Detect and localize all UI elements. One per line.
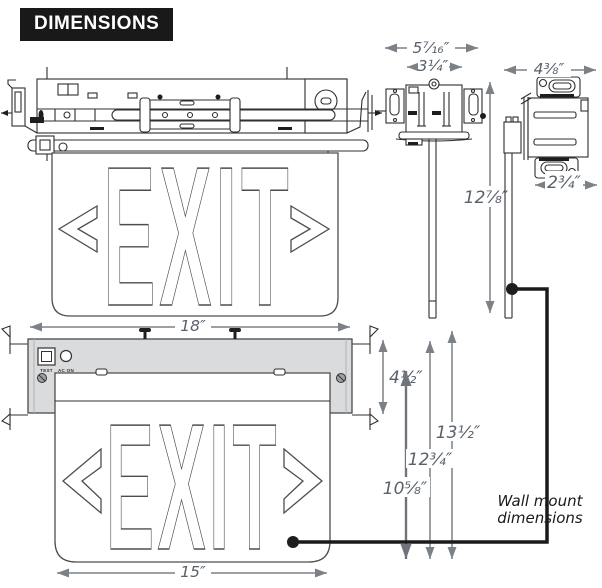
page-title: DIMENSIONS <box>20 8 174 41</box>
mounting-flags <box>1 325 379 430</box>
wall-mount-annotation: Wall mount dimensions <box>497 492 583 527</box>
test-button-label: TEST <box>40 368 53 373</box>
dim-recessed-overall-height: 12⅞″ <box>464 188 509 208</box>
wall-mount-note-line1: Wall mount <box>498 492 584 510</box>
dim-side-top-depth: 4⅜″ <box>534 60 565 78</box>
dim-wall-housing-width: 18″ <box>180 317 206 335</box>
wall-side-dimensions: 4⅜″ 2¾″ <box>504 60 597 193</box>
trim-plate <box>27 139 369 152</box>
ac-on-indicator <box>59 349 73 363</box>
mounting-pin <box>233 330 237 339</box>
ac-on-label: AC ON <box>58 368 74 373</box>
wall-mount-front-drawing: 18″ <box>1 317 423 588</box>
dim-side-bottom-depth: 2¾″ <box>547 173 581 193</box>
recessed-side-view <box>376 78 486 319</box>
recessed-exit-text: EXIT <box>103 126 292 349</box>
dim-wall-panel-width: 15″ <box>180 563 206 581</box>
wall-mount-note-line2: dimensions <box>497 509 583 527</box>
right-ceiling-bracket <box>346 90 382 134</box>
right-chevron-icon <box>283 447 324 515</box>
wall-height-dimensions: 13½″ 12¾″ 10⅝″ <box>380 331 481 559</box>
wall-mount-connector-line <box>287 283 549 548</box>
recessed-width-dimensions: 5⁷⁄₁₆″ 3¼″ 12⅞″ <box>385 39 510 313</box>
test-button[interactable] <box>37 347 56 366</box>
dim-recessed-overall-width: 5⁷⁄₁₆″ <box>413 39 450 57</box>
left-ceiling-bracket <box>1 79 44 134</box>
dim-recessed-box-width: 3¼″ <box>418 57 449 75</box>
dim-wall-height-mid: 12¾″ <box>408 450 453 470</box>
right-chevron-icon <box>290 204 331 254</box>
left-chevron-icon <box>57 204 98 254</box>
connector-dot <box>287 536 299 548</box>
left-chevron-icon <box>61 447 102 515</box>
wall-exit-panel <box>54 372 331 563</box>
mounting-pin <box>143 330 147 339</box>
dim-wall-height-overall: 13½″ <box>436 423 481 443</box>
recessed-exit-panel: EXIT <box>51 125 339 349</box>
connector-dot <box>506 283 518 295</box>
wall-exit-text: EXIT <box>106 387 280 588</box>
wall-mount-side-view <box>503 76 589 319</box>
dim-wall-height-panel: 10⅝″ <box>383 479 428 499</box>
recessed-mount-housing-drawing <box>1 67 382 161</box>
